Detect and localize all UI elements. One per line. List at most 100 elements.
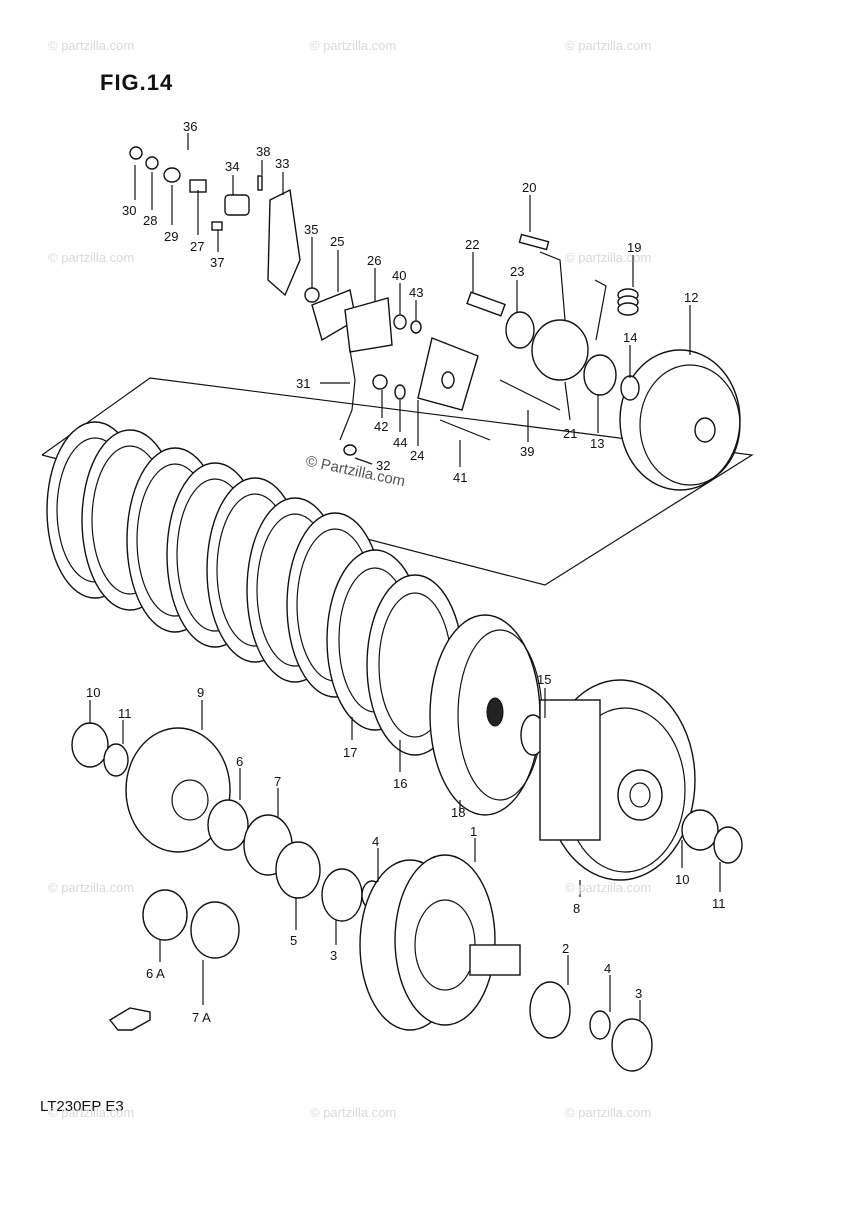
clutch-plate-stack bbox=[46, 421, 464, 756]
callout-46: 44 bbox=[393, 435, 407, 450]
callout-35: 33 bbox=[275, 156, 289, 171]
callout-9: 10 bbox=[86, 685, 100, 700]
washer-30 bbox=[145, 156, 159, 170]
collar-44 bbox=[372, 374, 388, 390]
callout-26: 24 bbox=[410, 448, 424, 463]
watermark-tile: © partzilla.com bbox=[310, 1105, 397, 1120]
sleeve-2 bbox=[529, 981, 571, 1039]
washer-13 bbox=[713, 826, 743, 864]
bolt-41 bbox=[499, 379, 561, 411]
callout-32: 30 bbox=[122, 203, 136, 218]
model-code: LT230EP E3 bbox=[40, 1098, 124, 1115]
clutch-housing-14 bbox=[619, 349, 741, 491]
clutch-shoe-8 bbox=[125, 727, 231, 853]
callout-31: 29 bbox=[164, 229, 178, 244]
pressure-plate-20 bbox=[429, 614, 543, 816]
drum-1 bbox=[359, 854, 521, 1031]
washer-46 bbox=[394, 384, 406, 400]
callout-18: 16 bbox=[393, 776, 407, 791]
callout-14: 12 bbox=[684, 290, 698, 305]
watermark-tile: © partzilla.com bbox=[565, 880, 652, 895]
pin-24 bbox=[466, 291, 506, 317]
callout-8: 9 bbox=[197, 685, 204, 700]
callout-20: 18 bbox=[451, 805, 465, 820]
callout-43: 41 bbox=[453, 470, 467, 485]
bearing-3b bbox=[611, 1018, 653, 1072]
collar-12 bbox=[681, 809, 719, 851]
pin-40 bbox=[257, 175, 263, 191]
bolt-22 bbox=[518, 233, 550, 251]
washer-5 bbox=[275, 841, 321, 899]
callout-17: 15 bbox=[537, 672, 551, 687]
nut-9 bbox=[71, 722, 109, 768]
callout-16: 14 bbox=[623, 330, 637, 345]
callout-7: 7 bbox=[274, 774, 281, 789]
watermark-tile: © partzilla.com bbox=[48, 250, 135, 265]
figure-title: FIG.14 bbox=[100, 70, 174, 95]
callout-22: 20 bbox=[522, 180, 536, 195]
callout-6: 6 bbox=[236, 754, 243, 769]
callout-23: 21 bbox=[563, 426, 577, 441]
callout-24: 22 bbox=[465, 237, 479, 252]
callout-37: 35 bbox=[304, 222, 318, 237]
callout-19: 17 bbox=[343, 745, 357, 760]
callout-45: 43 bbox=[409, 285, 423, 300]
callout-10: 11 bbox=[118, 706, 132, 721]
callout-11: 8 bbox=[573, 901, 580, 916]
bolt-43 bbox=[439, 419, 491, 441]
callout-6a: 6 A bbox=[146, 966, 165, 981]
callout-labels: 36 30 28 29 27 37 34 38 33 35 25 26 40 4… bbox=[86, 119, 726, 1025]
callout-4: 4 bbox=[372, 834, 379, 849]
watermark-tile: © partzilla.com bbox=[310, 38, 397, 53]
rod-33 bbox=[339, 349, 356, 441]
callout-38: 36 bbox=[183, 119, 197, 134]
leader-lines bbox=[89, 133, 721, 1020]
callout-36: 34 bbox=[225, 159, 239, 174]
callout-2: 2 bbox=[562, 941, 569, 956]
lever-35 bbox=[267, 188, 301, 297]
callout-13: 11 bbox=[712, 896, 726, 911]
plate-pack-outline bbox=[41, 377, 754, 586]
washer-31 bbox=[163, 167, 181, 183]
watermark-tile: © partzilla.com bbox=[565, 250, 652, 265]
watermark-tile: © partzilla.com bbox=[48, 38, 135, 53]
callout-34: 32 bbox=[376, 458, 390, 473]
callout-25: 23 bbox=[510, 264, 524, 279]
watermark-tile: © partzilla.com bbox=[565, 38, 652, 53]
bearing-15 bbox=[583, 354, 617, 396]
bearing-6 bbox=[207, 799, 249, 851]
callout-39: 37 bbox=[210, 255, 224, 270]
driven-gear-11 bbox=[539, 679, 696, 881]
callout-21: 19 bbox=[627, 240, 641, 255]
callout-41: 39 bbox=[520, 444, 534, 459]
callout-5: 5 bbox=[290, 933, 297, 948]
callout-4b: 4 bbox=[604, 961, 611, 976]
callout-28: 26 bbox=[367, 253, 381, 268]
callout-3b: 3 bbox=[635, 986, 642, 1001]
bearing-25 bbox=[505, 311, 535, 349]
circlip-4b bbox=[589, 1010, 611, 1040]
screw-34 bbox=[343, 444, 357, 456]
washer-45 bbox=[410, 320, 422, 334]
bearing-6a bbox=[142, 889, 188, 941]
lifter-23 bbox=[531, 319, 589, 381]
watermark-tile: © partzilla.com bbox=[565, 1105, 652, 1120]
callout-30: 28 bbox=[143, 213, 157, 228]
cam-36 bbox=[224, 194, 250, 216]
spring-21 bbox=[617, 288, 639, 316]
callout-12: 10 bbox=[675, 872, 689, 887]
callout-44: 42 bbox=[374, 419, 388, 434]
callout-29: 27 bbox=[190, 239, 204, 254]
callout-3: 3 bbox=[330, 948, 337, 963]
plate-28 bbox=[344, 297, 393, 353]
fwd-arrow-icon bbox=[108, 1007, 151, 1031]
callout-42: 40 bbox=[392, 268, 406, 283]
washer-37 bbox=[304, 287, 320, 303]
watermark-tile: © partzilla.com bbox=[48, 880, 135, 895]
washer-10 bbox=[103, 743, 129, 777]
nut-42 bbox=[393, 314, 407, 330]
nut-32 bbox=[129, 146, 143, 160]
pin-39 bbox=[211, 221, 223, 231]
washer-16 bbox=[620, 375, 640, 401]
